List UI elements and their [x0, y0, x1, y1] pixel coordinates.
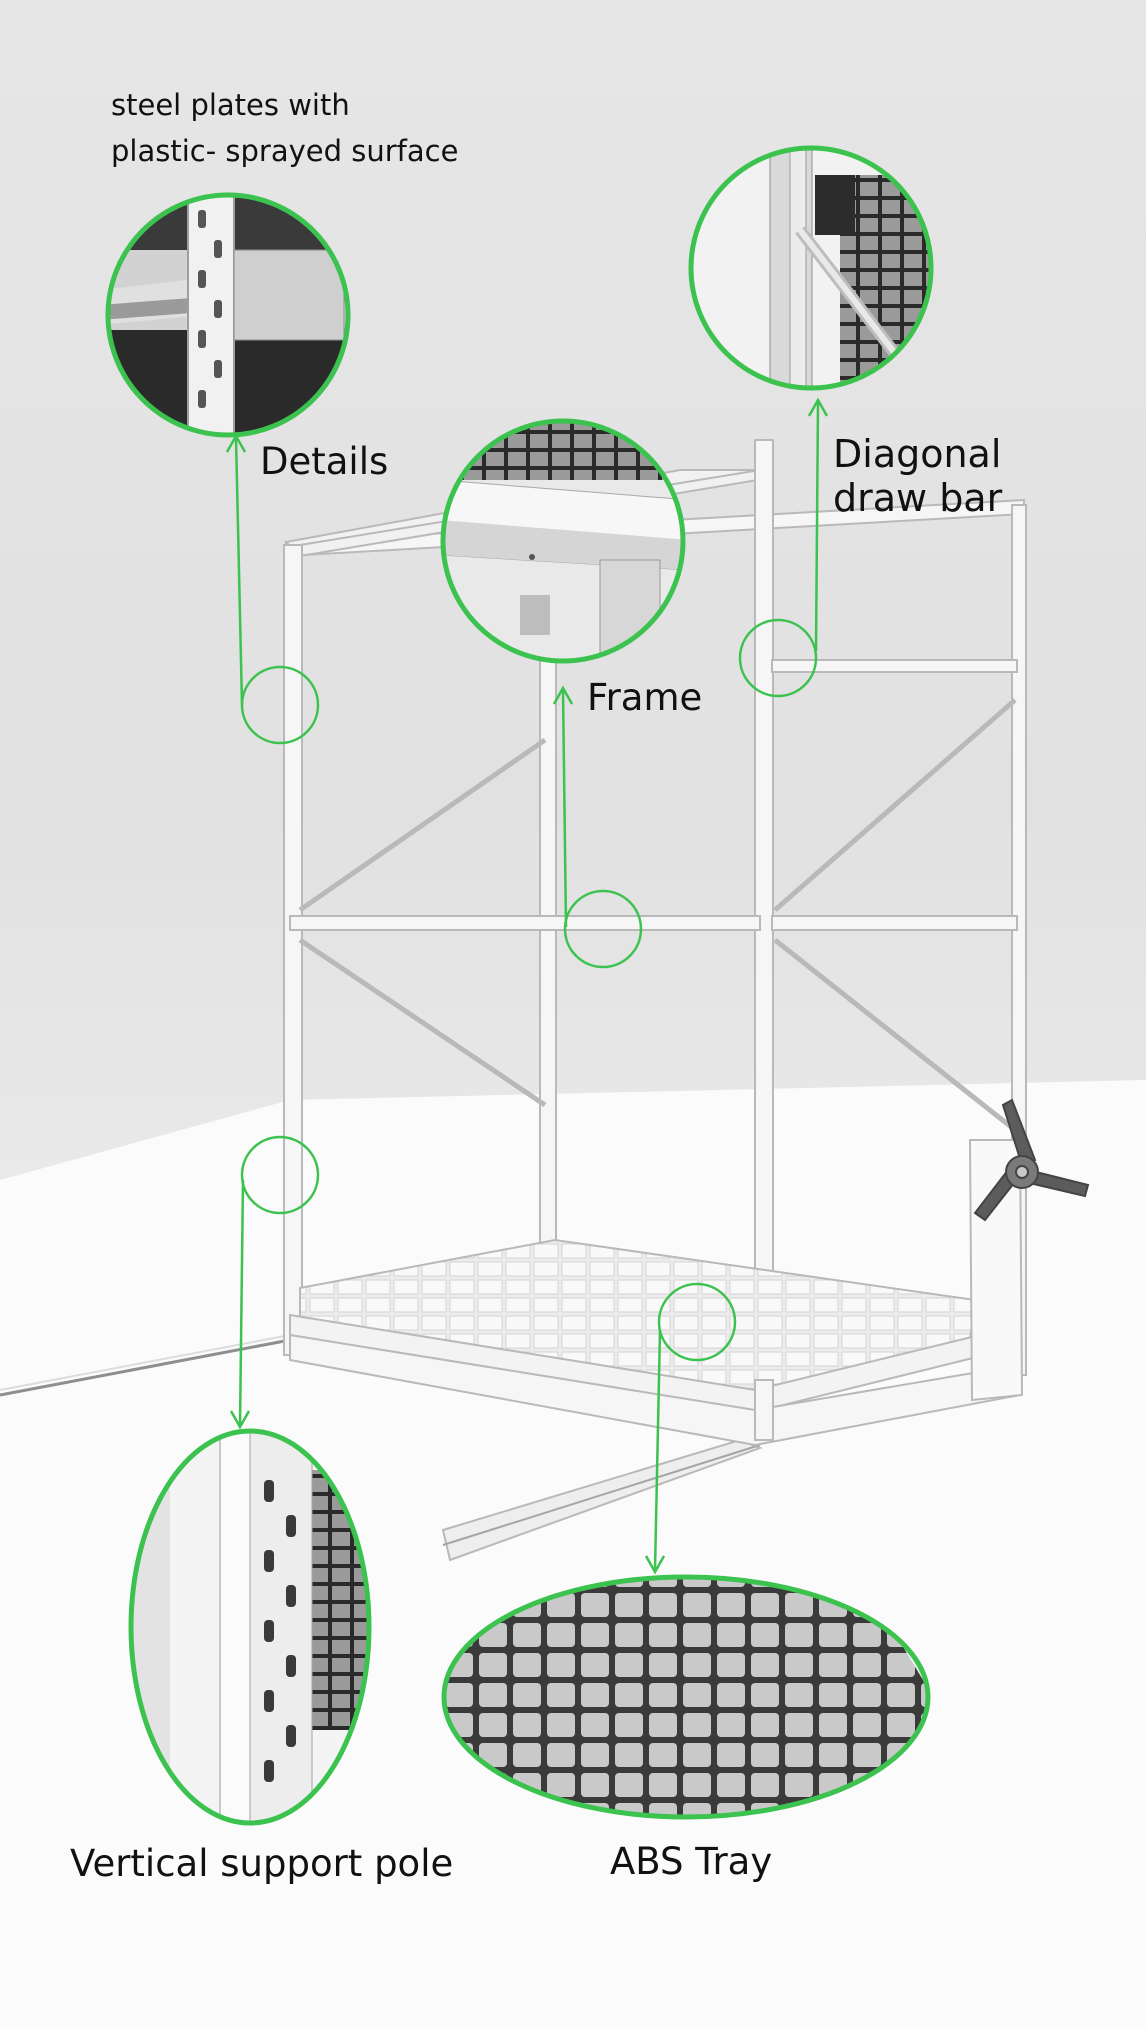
- details-zoom-image: [108, 195, 348, 435]
- arrow-up-icon: [552, 685, 574, 705]
- details-label: Details: [260, 440, 389, 483]
- diagonal-leader-line: [814, 401, 820, 652]
- details-leader-line: [234, 437, 244, 706]
- abs-tray-callout: [441, 1282, 931, 1820]
- diagonal-label-line2: draw bar: [833, 476, 1003, 520]
- abs-tray-label: ABS Tray: [610, 1840, 773, 1883]
- details-marker: [240, 665, 320, 745]
- plates-label-line1: steel plates with: [111, 88, 350, 122]
- vertical-pole-label: Vertical support pole: [70, 1842, 454, 1885]
- plates-callout-label: steel plates with plastic- sprayed surfa…: [111, 82, 458, 174]
- vertical-pole-leader-line: [238, 1179, 245, 1426]
- handwheel-icon: [973, 1098, 1090, 1222]
- frame-label: Frame: [587, 676, 703, 719]
- abs-tray-marker: [657, 1282, 737, 1362]
- frame-zoom-image: [443, 421, 683, 661]
- diagonal-callout: [688, 145, 934, 698]
- diagonal-marker: [738, 618, 818, 698]
- frame-callout: [440, 418, 686, 969]
- arrow-up-icon: [807, 397, 829, 417]
- vertical-pole-marker: [240, 1135, 320, 1215]
- abs-tray-leader-line: [653, 1329, 662, 1571]
- diagonal-label: Diagonal draw bar: [833, 432, 1033, 520]
- arrow-down-icon: [229, 1410, 251, 1430]
- plates-label-line2: plastic- sprayed surface: [111, 134, 459, 168]
- diagonal-label-line1: Diagonal: [833, 432, 1002, 476]
- frame-leader-line: [561, 689, 568, 928]
- arrow-down-icon: [644, 1555, 666, 1575]
- frame-marker: [563, 889, 643, 969]
- arrow-up-icon: [225, 433, 247, 453]
- shelving-rack: [283, 439, 1027, 1562]
